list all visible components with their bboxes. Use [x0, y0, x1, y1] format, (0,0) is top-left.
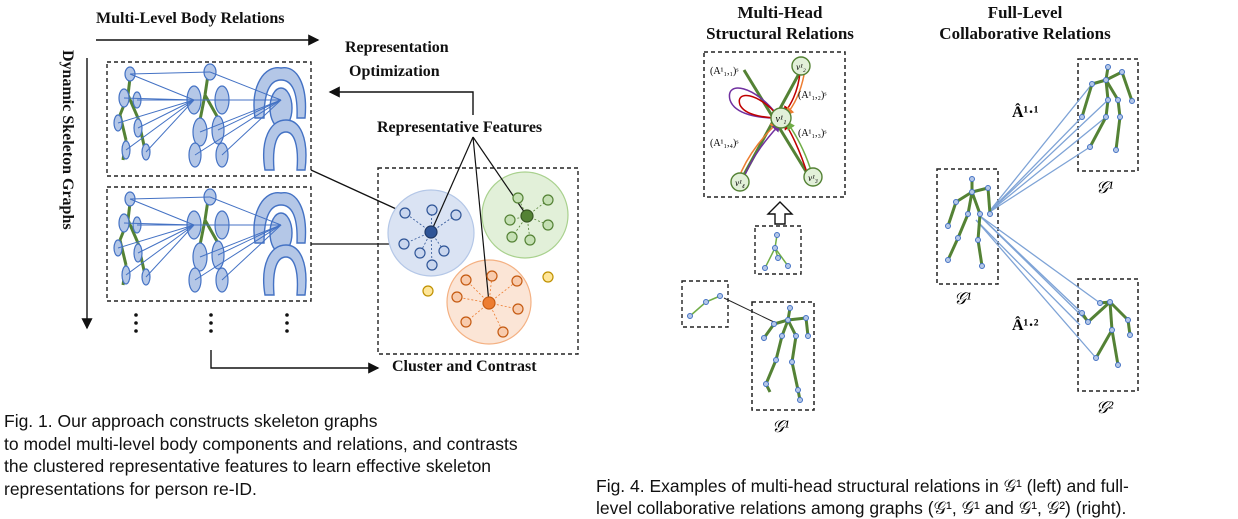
fig1-caption-line3: the clustered representative features to… — [4, 456, 492, 476]
fig1-title-top: Multi-Level Body Relations — [96, 10, 285, 27]
label-a11: (A¹₁,₁)ˢ — [710, 66, 738, 77]
node-v4: v¹₄ — [735, 178, 745, 188]
fig1-rep-opt-line1: Representation — [345, 39, 449, 56]
label-g-bottom-right: 𝒢² — [1096, 398, 1114, 417]
cluster-arrow — [210, 350, 380, 374]
graph-row-1 — [113, 63, 307, 171]
label-a14: (A¹₁,₄)ˢ — [710, 138, 738, 149]
label-g-left: 𝒢¹ — [772, 417, 789, 436]
fig1-caption-line2: to model multi-level body components and… — [4, 434, 518, 454]
graph-row-2 — [113, 188, 307, 296]
fig4-caption-line2: level collaborative relations among grap… — [596, 498, 1127, 518]
fig1-diagram — [81, 34, 579, 374]
fig4-left-title: Multi-Head Structural Relations — [690, 2, 870, 44]
label-g-top-right: 𝒢¹ — [1096, 178, 1113, 197]
graph-box-1 — [106, 61, 312, 177]
skeleton-box-bottom-right — [1077, 278, 1139, 392]
skeleton-box-left — [751, 301, 815, 411]
fig1-rep-opt-line2: Optimization — [349, 63, 440, 80]
fig4-left-title-line2: Structural Relations — [706, 24, 854, 43]
skeleton-box-center — [936, 168, 999, 285]
fig4-right-title-line2: Collaborative Relations — [939, 24, 1111, 43]
fig4-right-title: Full-Level Collaborative Relations — [920, 2, 1130, 44]
fig1-rep-features: Representative Features — [377, 119, 543, 136]
ellipsis-dots — [134, 313, 289, 333]
label-a12: (A¹₁,₂)ˢ — [798, 90, 826, 101]
rep-opt-arrow — [328, 86, 474, 115]
up-arrow — [766, 201, 794, 225]
label-ahat11: Â¹·¹ — [1012, 102, 1039, 121]
label-g-mid: 𝒢¹ — [954, 289, 971, 308]
node-v2: v¹₂ — [796, 62, 806, 72]
fig4-left-title-line1: Multi-Head — [737, 3, 823, 22]
label-a13: (A¹₁,₃)ˢ — [798, 128, 826, 139]
fig1-cluster-contrast: Cluster and Contrast — [392, 358, 537, 375]
label-ahat12: Â¹·² — [1012, 315, 1039, 334]
cluster-box — [377, 167, 579, 355]
fig4-caption-line1: Fig. 4. Examples of multi-head structura… — [596, 476, 1129, 496]
fig4-diagram: v¹₂ v¹₁ v¹₄ v¹₃ (A¹₁,₁)ˢ (A¹₁,₂)ˢ (A¹₁,₃… — [681, 51, 1139, 436]
fig1-caption-line1: Fig. 1. Our approach constructs skeleton… — [4, 411, 378, 431]
fig4-right-title-line1: Full-Level — [987, 3, 1063, 22]
node-v1: v¹₁ — [776, 114, 787, 125]
node-v3: v¹₃ — [808, 173, 818, 183]
multihead-box — [703, 51, 846, 198]
fig1-caption-line4: representations for person re-ID. — [4, 479, 257, 499]
skeleton-box-top-right — [1077, 58, 1139, 172]
